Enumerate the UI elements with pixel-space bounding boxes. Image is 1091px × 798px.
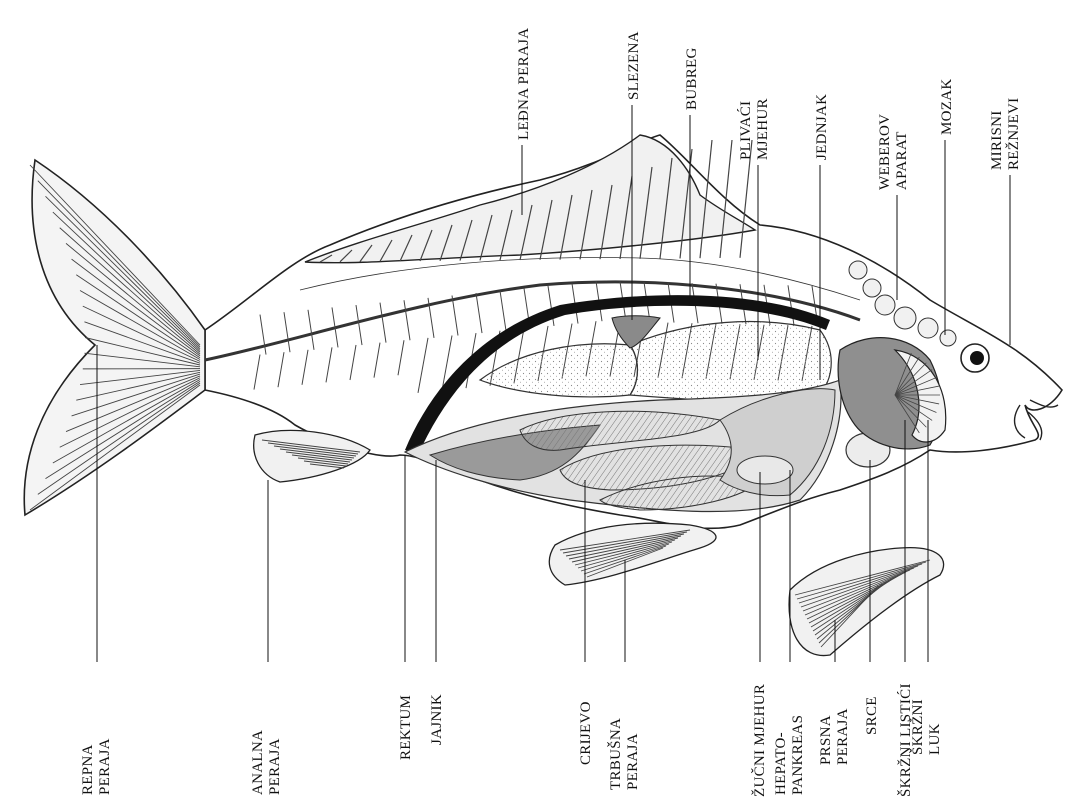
neural-spine (308, 310, 314, 350)
gills (838, 338, 946, 449)
dorsal-fin-ray (720, 140, 732, 258)
haemal-spine (254, 355, 260, 390)
rib-bone (418, 338, 428, 393)
label-prsna-peraja: PRSNA PERAJA (818, 708, 851, 765)
labels-bottom: REPNA PERAJA ANALNA PERAJA REKTUM JAJNIK… (80, 683, 943, 797)
haemal-spine (374, 343, 380, 378)
pectoral-fin (789, 548, 944, 656)
label-jednjak: JEDNJAK (814, 94, 830, 160)
label-slezena: SLEZENA (626, 31, 642, 100)
label-ledna-peraja: LEĐNA PERAJA (516, 28, 532, 140)
label-zucni-mjehur: ŽUČNI MJEHUR (751, 684, 768, 797)
dorsal-fin (305, 135, 755, 263)
label-skrzni-luk: ŠKRŽNI LUK (909, 695, 943, 755)
label-repna-peraja: REPNA PERAJA (80, 738, 113, 795)
neural-spine (404, 300, 410, 340)
haemal-spine (398, 340, 404, 375)
body-cavity (405, 380, 841, 512)
neural-spine (260, 315, 266, 355)
neural-spine (788, 285, 794, 325)
neural-spine (356, 305, 362, 345)
neural-spine (284, 312, 290, 352)
label-rektum: REKTUM (398, 695, 414, 760)
neural-spine (380, 303, 386, 343)
label-srce: SRCE (864, 696, 880, 735)
neural-spine (476, 293, 482, 333)
haemal-spine (302, 350, 308, 385)
caudal-fin (24, 160, 205, 515)
label-mirisni-reznjevi: MIRISNI REŽNJEVI (989, 98, 1022, 170)
label-hepatopankreas: HEPATO- PANKREAS (773, 715, 806, 795)
pelvic-fin (549, 523, 716, 585)
anal-fin (254, 430, 370, 482)
label-trbusna-peraja: TRBUŠNA PERAJA (607, 715, 641, 790)
label-bubreg: BUBREG (684, 47, 700, 110)
haemal-spine (350, 345, 356, 380)
haemal-spine (326, 347, 332, 382)
neural-spine (452, 295, 458, 335)
neural-spine (500, 291, 506, 331)
label-plivaci-mjehur: PLIVAĆI MJEHUR (737, 97, 771, 160)
label-jajnik: JAJNIK (429, 694, 445, 745)
label-analna-peraja: ANALNA PERAJA (250, 727, 283, 795)
label-mozak: MOZAK (939, 79, 955, 136)
mouth-shape (1015, 400, 1058, 440)
label-crijevo: CRIJEVO (578, 701, 594, 765)
weberian-apparatus (849, 261, 956, 346)
swim-bladder (480, 322, 831, 401)
label-weberov-aparat: WEBEROV APARAT (877, 110, 910, 190)
haemal-spine (278, 352, 284, 387)
eye (961, 344, 989, 372)
